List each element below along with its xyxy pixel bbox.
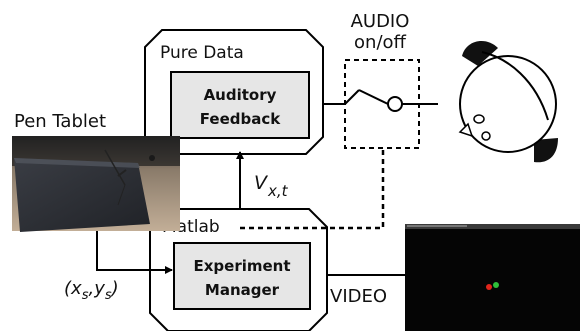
svg-text:(xs,ys): (xs,ys) — [64, 278, 119, 303]
experiment-manager-line2: Manager — [205, 281, 280, 299]
video-display-screen — [405, 224, 580, 331]
pure-data-block: Pure Data Auditory Feedback — [144, 29, 324, 155]
pure-data-label: Pure Data — [160, 43, 244, 63]
coords-close: ) — [110, 278, 119, 299]
coords-y: y — [93, 278, 105, 299]
coords-label: (xs,ys) — [64, 278, 119, 303]
coords-x-sub: s — [82, 288, 89, 303]
auditory-feedback-line1: Auditory — [204, 86, 277, 104]
auditory-feedback-line2: Feedback — [200, 110, 281, 128]
onoff-label: on/off — [354, 32, 406, 53]
auditory-feedback-box — [170, 71, 310, 139]
velocity-sub: x,t — [267, 182, 289, 200]
green-dot — [493, 282, 499, 288]
experiment-manager-box — [173, 242, 311, 310]
pen-tablet-photo — [12, 136, 180, 232]
audio-switch-icon — [344, 59, 438, 149]
matlab-block: Matlab Experiment Manager — [149, 208, 328, 331]
coords-comma: , — [88, 278, 94, 299]
coords-x: x — [70, 278, 82, 299]
tablet-to-matlab-arrow — [96, 231, 173, 274]
video-label: VIDEO — [330, 286, 387, 307]
coords-open: ( — [64, 278, 72, 299]
coords-y-sub: s — [105, 288, 112, 303]
experiment-manager-line1: Experiment — [193, 257, 290, 275]
audio-label: AUDIO — [351, 11, 410, 32]
head-with-headphones-icon — [458, 41, 558, 163]
switch-control-dashed-line — [240, 148, 385, 230]
red-dot — [486, 284, 492, 290]
velocity-label: V x,t — [254, 172, 289, 200]
pen-tablet-label: Pen Tablet — [14, 111, 106, 132]
velocity-main: V — [254, 172, 269, 194]
